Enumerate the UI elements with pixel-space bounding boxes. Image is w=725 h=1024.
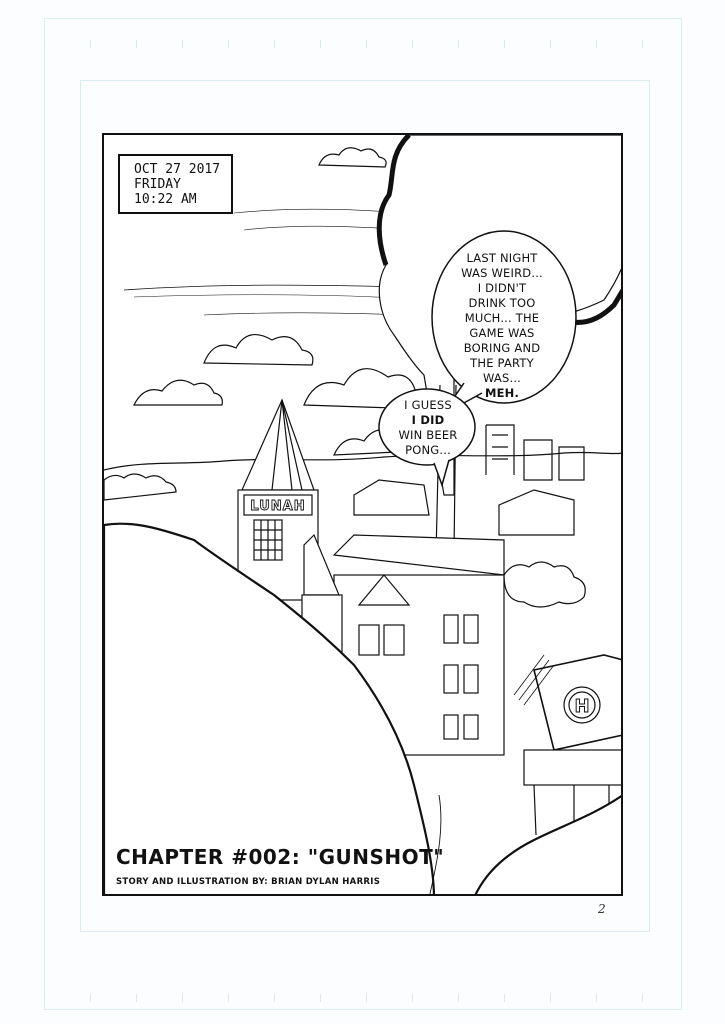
tower-window-grid: [254, 520, 282, 560]
spire-roof-shading: [271, 399, 303, 491]
tree-outline-dark: [376, 135, 411, 266]
bubble-line: LAST NIGHT: [466, 251, 538, 265]
house: [498, 489, 575, 536]
cloud: [133, 379, 223, 406]
credits: STORY AND ILLUSTRATION BY: BRIAN DYLAN H…: [116, 877, 381, 887]
guide-ticks-bottom: [44, 994, 680, 1002]
bubble-line: DRINK TOO: [468, 296, 536, 310]
cliff-crack: [429, 794, 442, 894]
window: [443, 614, 459, 644]
window: [443, 714, 459, 740]
helipad-roof: [533, 654, 621, 751]
helipad-letter: H: [574, 696, 589, 717]
trees-right: [503, 561, 586, 608]
bubble-emphasis: I DID: [411, 413, 445, 427]
bubble-line: BORING AND: [463, 341, 541, 355]
window: [463, 714, 479, 740]
foreground-cliff: [474, 795, 621, 894]
window: [358, 624, 380, 656]
distant-tower: [558, 446, 585, 481]
bubble-line: WAS...: [482, 371, 522, 385]
house: [353, 479, 430, 516]
speech-bubble-1-shape: [431, 230, 577, 404]
cloud: [318, 147, 387, 168]
city-illustration: LUNAH H: [104, 135, 621, 894]
tower-sign-frame: [243, 494, 313, 516]
window: [463, 614, 479, 644]
caption-box: OCT 27 2017 FRIDAY 10:22 AM: [118, 154, 233, 214]
house-roof: [303, 533, 340, 596]
main-building-roof: [332, 534, 505, 576]
bubble-line: MUCH... THE: [464, 311, 540, 325]
comic-panel: LUNAH H: [102, 133, 623, 896]
bubble-line: WAS WEIRD...: [461, 266, 543, 280]
helipad-ramp: [513, 654, 555, 706]
sky-streak: [203, 312, 405, 316]
sky-streak: [123, 284, 405, 291]
caption-date: OCT 27 2017: [134, 162, 221, 177]
bubble-line: GAME WAS: [469, 326, 535, 340]
caption-day: FRIDAY: [134, 177, 181, 192]
window: [383, 624, 405, 656]
page-number: 2: [598, 902, 606, 916]
foreground-cliff: [104, 522, 435, 894]
gable: [357, 574, 411, 606]
guide-ticks-top: [44, 40, 680, 48]
chapter-title: CHAPTER #002: "GUNSHOT": [116, 845, 445, 869]
blue-line-inner-guide: [80, 80, 650, 932]
tower-sign-text: LUNAH: [250, 499, 305, 514]
blue-line-outer-guide: [44, 18, 682, 1010]
speech-bubble-1-text: LAST NIGHT WAS WEIRD... I DIDN'T DRINK T…: [448, 251, 556, 401]
bubble-line: THE PARTY: [470, 356, 534, 370]
bubble-line: I DIDN'T: [477, 281, 527, 295]
speech-bubble-2-text: I GUESS I DID WIN BEER PONG...: [392, 398, 464, 458]
caption-time: 10:22 AM: [134, 192, 197, 207]
speech-bubble-2-shape: [378, 388, 476, 466]
bubble-line: I GUESS: [404, 398, 452, 412]
distant-tower: [485, 424, 515, 475]
helipad-circle-inner: [568, 691, 596, 719]
window: [443, 664, 459, 694]
cloud: [203, 333, 314, 366]
distant-tower: [523, 439, 553, 481]
bubble-emphasis: MEH.: [484, 386, 520, 400]
helipad-base: [523, 749, 621, 786]
bubble-line: WIN BEER: [398, 428, 458, 442]
bubble-line: PONG...: [405, 443, 451, 457]
spire-roof: [241, 398, 315, 491]
trees-left: [104, 473, 177, 501]
speech-bubble-2-tail: [433, 459, 450, 488]
horizon-treeline: [104, 451, 621, 471]
sky-streak: [133, 294, 395, 299]
helipad-circle: [563, 686, 601, 724]
window: [463, 664, 479, 694]
